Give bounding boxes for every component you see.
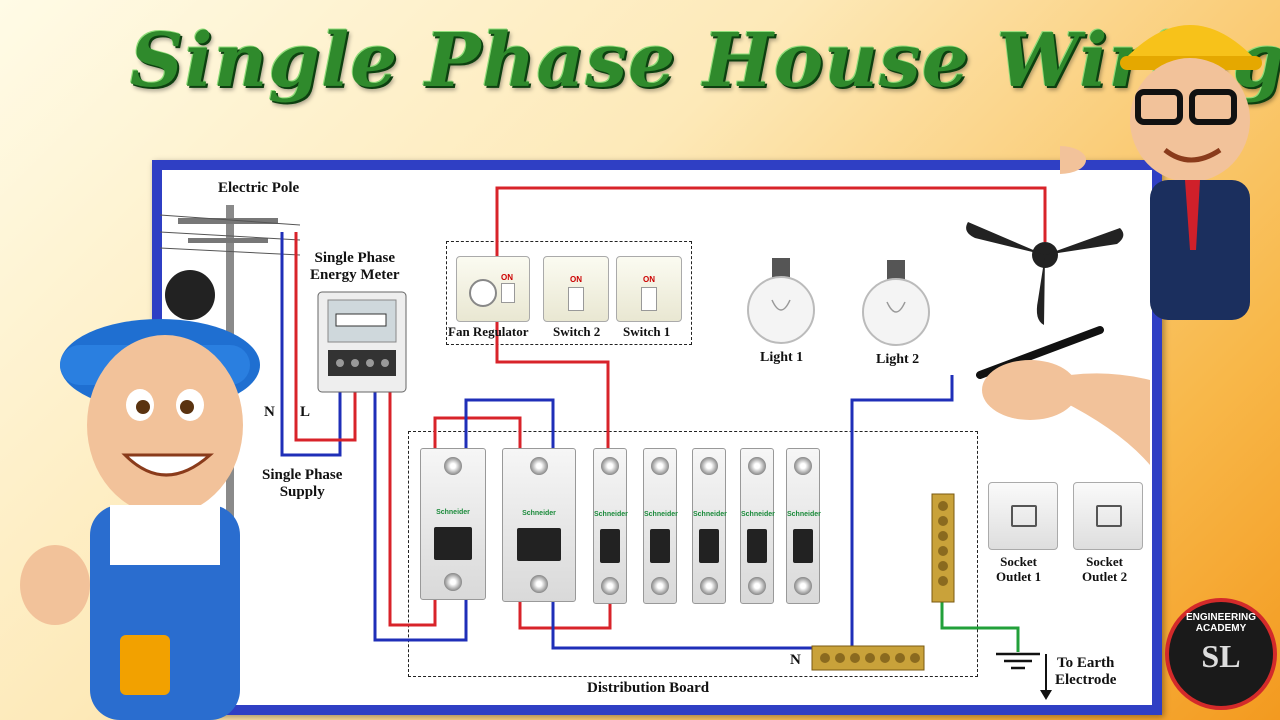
main-switch[interactable]: Schneider: [420, 448, 486, 600]
light-2-label: Light 2: [876, 352, 920, 367]
n-label: N: [264, 404, 275, 420]
socket-outlet-2-label: Socket Outlet 2: [1082, 554, 1128, 584]
switch-1-label: Switch 1: [623, 324, 671, 339]
rccb[interactable]: Schneider: [502, 448, 576, 602]
hard-hat-icon: [1124, 25, 1256, 60]
socket-icon: [1096, 505, 1122, 527]
switch-1-toggle: [641, 287, 657, 311]
socket-outlet-1[interactable]: [988, 482, 1058, 550]
page-title: Single Phase House Wiring: [130, 18, 1280, 104]
socket-outlet-2[interactable]: [1073, 482, 1143, 550]
engineer-character: [1034, 0, 1280, 345]
light-1-label: Light 1: [760, 350, 804, 365]
mcb-2[interactable]: Schneider: [643, 448, 678, 604]
energy-meter-label: Single Phase Energy Meter: [310, 250, 400, 284]
switch-2[interactable]: ON: [543, 256, 609, 322]
distribution-board-label: Distribution Board: [587, 680, 710, 696]
fan-regulator[interactable]: ON: [456, 256, 530, 322]
mcb-4[interactable]: Schneider: [740, 448, 775, 604]
regulator-knob-icon: [469, 279, 497, 307]
on-label: ON: [570, 275, 582, 284]
hand-with-pen: [960, 320, 1150, 465]
supply-label: Single Phase Supply: [262, 467, 343, 501]
switch-2-label: Switch 2: [553, 324, 601, 339]
socket-icon: [1011, 505, 1037, 527]
on-label: ON: [643, 275, 655, 284]
multimeter-icon: [120, 635, 170, 695]
n-bar-label: N: [790, 652, 801, 668]
logo-initials: SL: [1201, 638, 1241, 674]
switch-1[interactable]: ON: [616, 256, 682, 322]
fan-regulator-label: Fan Regulator: [448, 324, 529, 339]
on-label: ON: [501, 273, 513, 282]
regulator-toggle: [501, 283, 515, 303]
mcb-5[interactable]: Schneider: [786, 448, 821, 604]
switch-2-toggle: [568, 287, 584, 311]
electric-pole-label: Electric Pole: [218, 180, 300, 196]
l-label: L: [300, 404, 311, 420]
logo-text: ENGINEERING ACADEMY: [1185, 612, 1256, 634]
earth-label: To Earth Electrode: [1055, 655, 1117, 689]
cap-logo-icon: [165, 270, 215, 320]
mcb-3[interactable]: Schneider: [692, 448, 727, 604]
engineering-academy-logo: ENGINEERING ACADEMY SL: [1165, 598, 1277, 710]
socket-outlet-1-label: Socket Outlet 1: [996, 554, 1042, 584]
mcb-1[interactable]: Schneider: [593, 448, 628, 604]
electrician-character: [0, 255, 300, 720]
